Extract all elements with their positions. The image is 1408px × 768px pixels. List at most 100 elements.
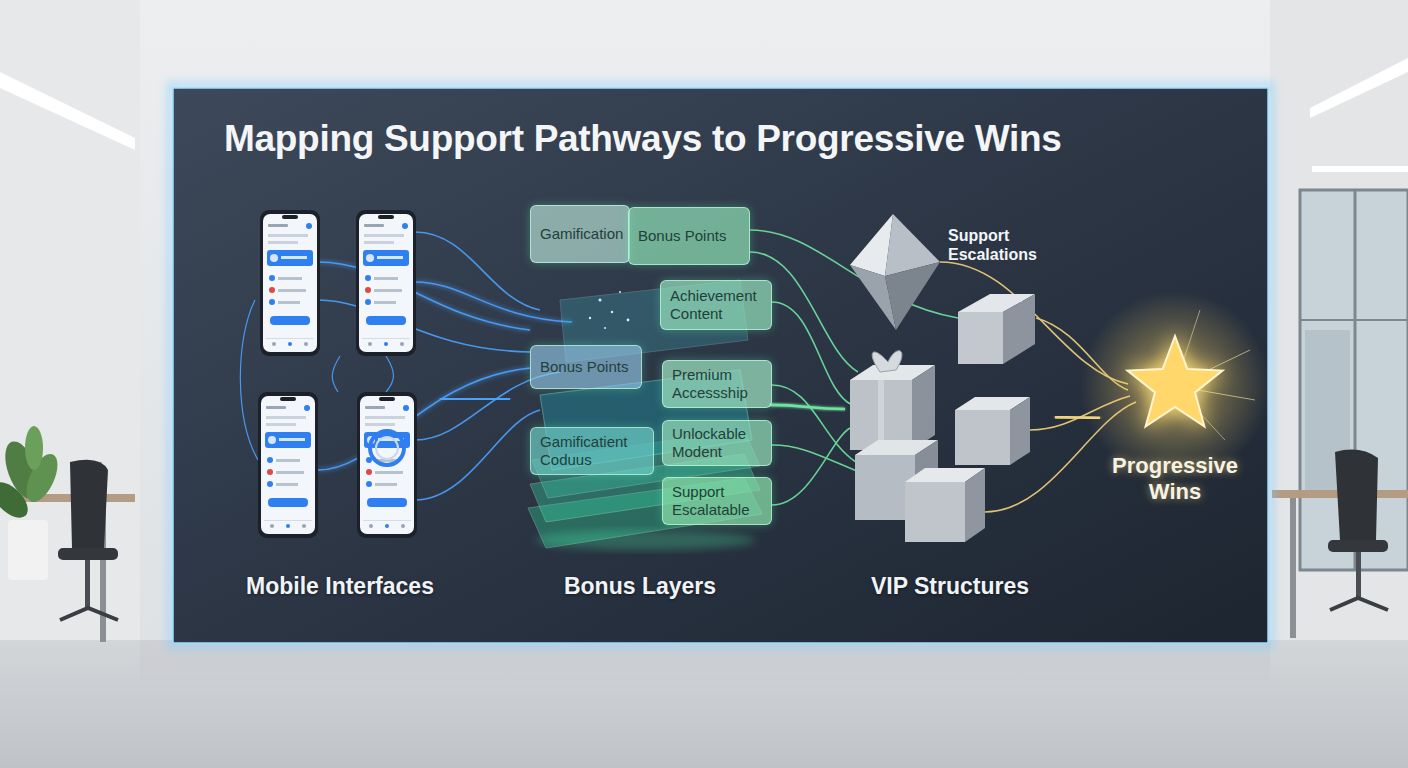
office-chair	[1330, 598, 1388, 610]
metal-blocks	[955, 410, 1010, 465]
plant	[0, 426, 64, 580]
layer-wires	[772, 385, 856, 462]
phone-wires	[332, 356, 340, 392]
glass-layer-stack	[627, 319, 630, 322]
flow-connector	[770, 405, 845, 409]
metal-blocks	[850, 214, 1035, 542]
mobile-phone	[258, 392, 318, 538]
connector-group	[440, 398, 510, 400]
star-glow	[1080, 291, 1270, 481]
metal-blocks	[878, 380, 884, 450]
diagram-title: Mapping Support Pathways to Progressive …	[224, 118, 1062, 160]
plant	[0, 476, 34, 524]
card-text: Bonus Points	[540, 358, 628, 376]
screen-panel	[170, 85, 1271, 646]
mobile-phone	[356, 210, 416, 356]
phone-wires-glow	[415, 282, 572, 322]
office-chair	[1335, 450, 1378, 540]
bonus-card: Unlockable Modent	[662, 420, 772, 466]
mobile-phone	[357, 392, 417, 538]
metal-blocks	[885, 262, 940, 330]
metal-blocks	[958, 312, 1003, 364]
plant	[25, 426, 43, 470]
phone-wires	[318, 262, 530, 330]
metal-blocks	[1010, 397, 1030, 465]
bonus-card: Bonus Points	[530, 345, 642, 389]
office-room	[0, 640, 1408, 768]
node-label: Progressive Wins	[1090, 453, 1260, 505]
group-region: Bonus LayersGamificationBonus PointsAchi…	[510, 195, 770, 600]
card-text: Support Escalatable	[672, 483, 762, 519]
bonus-card: Gamification	[530, 205, 630, 263]
office-room	[0, 0, 140, 640]
phone-wires	[386, 356, 394, 392]
window	[1300, 319, 1408, 321]
card-text: Gamification	[540, 225, 623, 243]
callout-label: Support Escalations	[948, 226, 1048, 264]
star-shape	[1127, 336, 1222, 426]
flow-connector	[1055, 416, 1100, 419]
glass-layer-stack	[589, 317, 591, 319]
card-text: Unlockable Modent	[672, 425, 762, 461]
star-glow	[1080, 291, 1270, 481]
glass-layer-stack	[619, 291, 621, 293]
office-chair	[1328, 540, 1388, 552]
connector-group	[1055, 417, 1100, 419]
office-chair	[85, 560, 90, 610]
office-room	[1270, 0, 1408, 640]
office-room	[0, 72, 135, 150]
desk	[1290, 498, 1296, 638]
office-room	[1310, 58, 1408, 118]
glass-layer-stack	[599, 299, 602, 302]
mobile-phone	[258, 210, 417, 538]
mobile-phone	[260, 210, 320, 356]
office-chair	[1356, 552, 1361, 598]
layer-wires	[772, 428, 850, 505]
mobile-phone	[370, 431, 404, 465]
office-chair	[60, 608, 118, 620]
metal-blocks	[965, 468, 985, 542]
metal-blocks	[850, 380, 912, 450]
node-label: VIP Structures	[815, 573, 1085, 600]
phone-wires	[318, 368, 530, 470]
star-node: Progressive Wins	[1100, 332, 1250, 507]
mobile-phone	[376, 437, 398, 459]
metal-blocks	[912, 365, 935, 450]
card-text: Bonus Points	[638, 227, 726, 245]
screen-panel	[170, 85, 1271, 646]
office-room	[1312, 166, 1408, 172]
node-label: Bonus Layers	[480, 573, 800, 600]
window	[1300, 190, 1408, 570]
connector-group	[770, 405, 845, 409]
metal-blocks	[850, 265, 896, 330]
metal-blocks	[1003, 294, 1035, 364]
glass-layer-stack	[604, 327, 606, 329]
window	[1300, 190, 1408, 570]
metal-blocks	[905, 482, 965, 542]
window	[1300, 190, 1408, 570]
layer-wires	[772, 302, 852, 405]
bonus-card: Achievement Content	[660, 280, 772, 330]
bonus-card: Premium Accessship	[662, 360, 772, 408]
office-chair	[58, 548, 118, 560]
node-label: Mobile Interfaces	[210, 573, 470, 600]
metal-blocks	[872, 351, 902, 372]
bonus-card: Support Escalatable	[662, 477, 772, 525]
phone-wires	[415, 410, 540, 500]
bonus-card: Bonus Points	[628, 207, 750, 265]
office-chair	[70, 460, 108, 548]
glass-layer-stack	[611, 311, 613, 313]
plant	[8, 520, 48, 580]
flow-connector	[440, 397, 510, 400]
phone-wires-glow	[318, 262, 530, 330]
bonus-card: Gamificatient Coduus	[530, 427, 654, 475]
card-text: Achievement Content	[670, 287, 762, 323]
phone-wires	[240, 300, 258, 460]
glass-layer-stack	[535, 530, 755, 550]
group-region: Mobile Interfaces	[240, 200, 440, 600]
card-text: Premium Accessship	[672, 366, 762, 402]
